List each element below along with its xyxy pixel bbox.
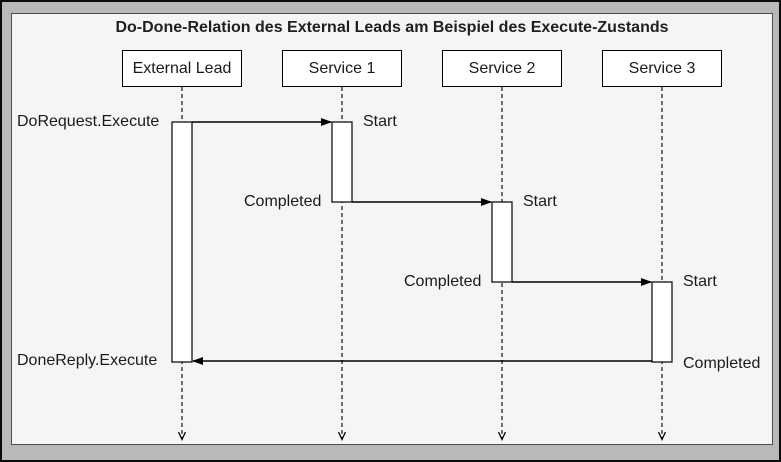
message-arrows	[192, 118, 652, 365]
lifeline-head-service-3: Service 3	[602, 50, 722, 87]
lifeline-end-arrow-icon	[657, 431, 667, 442]
lifeline-head-label: Service 2	[468, 59, 536, 77]
lifeline-end-arrow-icon	[337, 431, 347, 442]
lifeline-end-arrow-icon	[497, 431, 507, 442]
lifeline-head-service-2: Service 2	[442, 50, 562, 87]
lifeline-dashed-lines	[181, 87, 663, 438]
lifeline-end-arrows	[177, 431, 667, 442]
message-label-start-service-3: Start	[683, 273, 717, 290]
message-label-completed-service-2: Completed	[404, 273, 482, 290]
message-label-start-service-2: Start	[523, 193, 557, 210]
lifeline-head-label: External Lead	[132, 59, 232, 77]
activation-bar-external-lead	[171, 121, 193, 363]
activation-bars	[171, 121, 673, 363]
activation-bar-service-2	[491, 201, 513, 283]
lifeline-head-service-1: Service 1	[282, 50, 402, 87]
message-label-completed-service-3: Completed	[683, 355, 761, 372]
diagram-title: Do-Done-Relation des External Leads am B…	[115, 19, 669, 36]
message-label-start-service-1: Start	[363, 113, 397, 130]
message-label-dorequest-execute: DoRequest.Execute	[17, 113, 160, 130]
message-label-completed-service-1: Completed	[244, 193, 322, 210]
activation-bar-service-3	[651, 281, 673, 363]
lifeline-head-label: Service 3	[628, 59, 696, 77]
lifeline-head-label: Service 1	[308, 59, 376, 77]
lifeline-head-external-lead: External Lead	[122, 50, 242, 87]
message-label-donereply-execute: DoneReply.Execute	[17, 352, 158, 369]
activation-bar-service-1	[331, 121, 353, 203]
lifeline-end-arrow-icon	[177, 431, 187, 442]
